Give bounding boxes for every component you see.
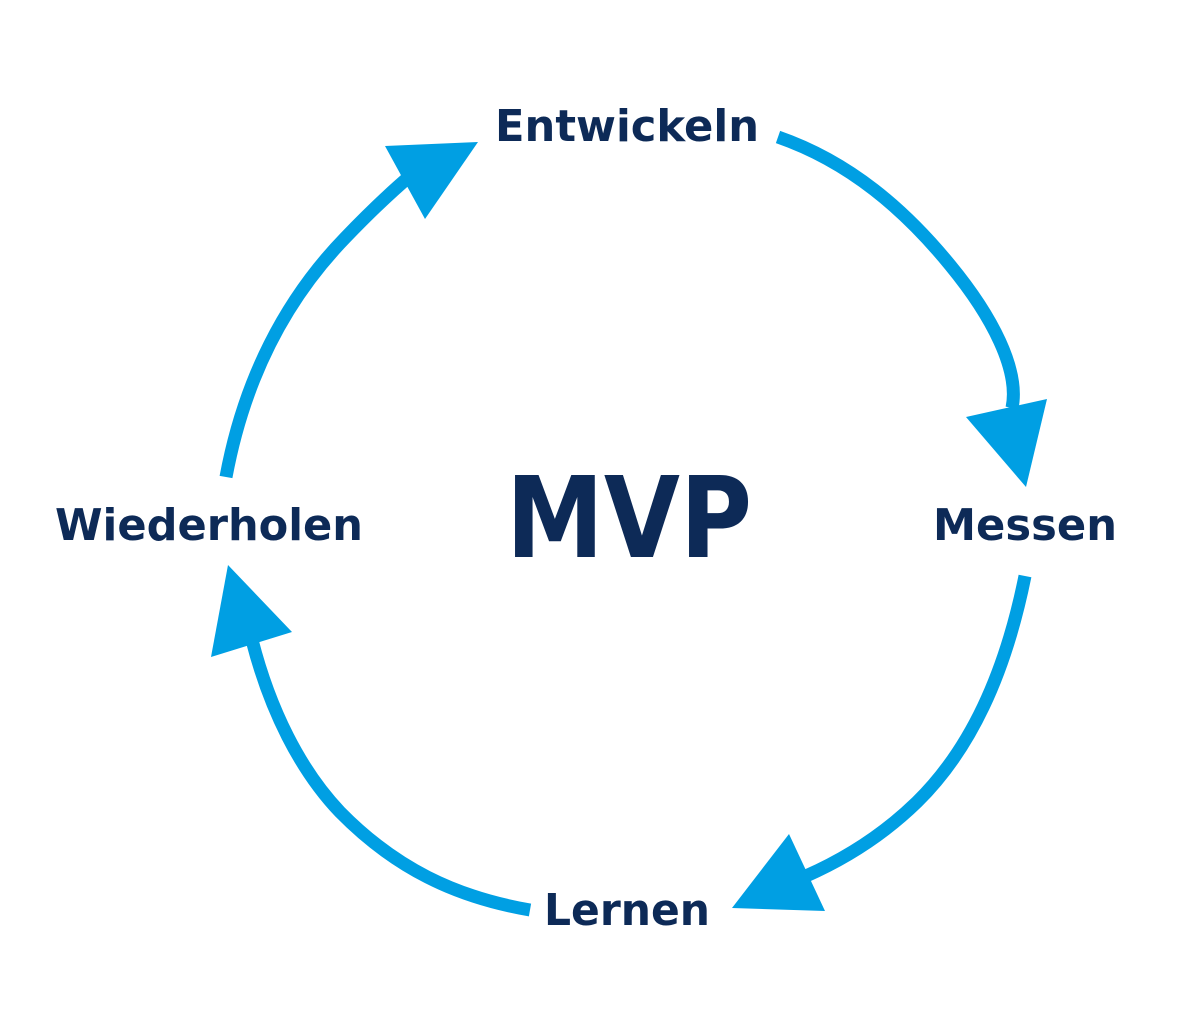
arrow-wiederholen-to-entwickeln bbox=[219, 142, 478, 479]
node-wiederholen: Wiederholen bbox=[55, 500, 363, 551]
arrow-entwickeln-to-messen-line bbox=[775, 130, 1020, 410]
arrow-messen-to-lernen bbox=[732, 574, 1032, 911]
arrow-lernen-to-wiederholen-line bbox=[245, 638, 532, 917]
arrow-entwickeln-to-messen bbox=[775, 130, 1047, 487]
arrow-wiederholen-to-entwickeln-line bbox=[219, 171, 415, 479]
node-entwickeln: Entwickeln bbox=[495, 101, 759, 152]
arrow-messen-to-lernen-head bbox=[732, 834, 825, 911]
node-messen: Messen bbox=[933, 500, 1117, 551]
arrow-lernen-to-wiederholen bbox=[211, 565, 532, 917]
arrow-entwickeln-to-messen-head bbox=[966, 399, 1047, 487]
arrow-messen-to-lernen-line bbox=[803, 574, 1032, 882]
center-title: MVP bbox=[506, 454, 752, 584]
arrow-lernen-to-wiederholen-head bbox=[211, 565, 292, 657]
node-lernen: Lernen bbox=[544, 885, 710, 936]
arrow-wiederholen-to-entwickeln-head bbox=[385, 142, 478, 219]
